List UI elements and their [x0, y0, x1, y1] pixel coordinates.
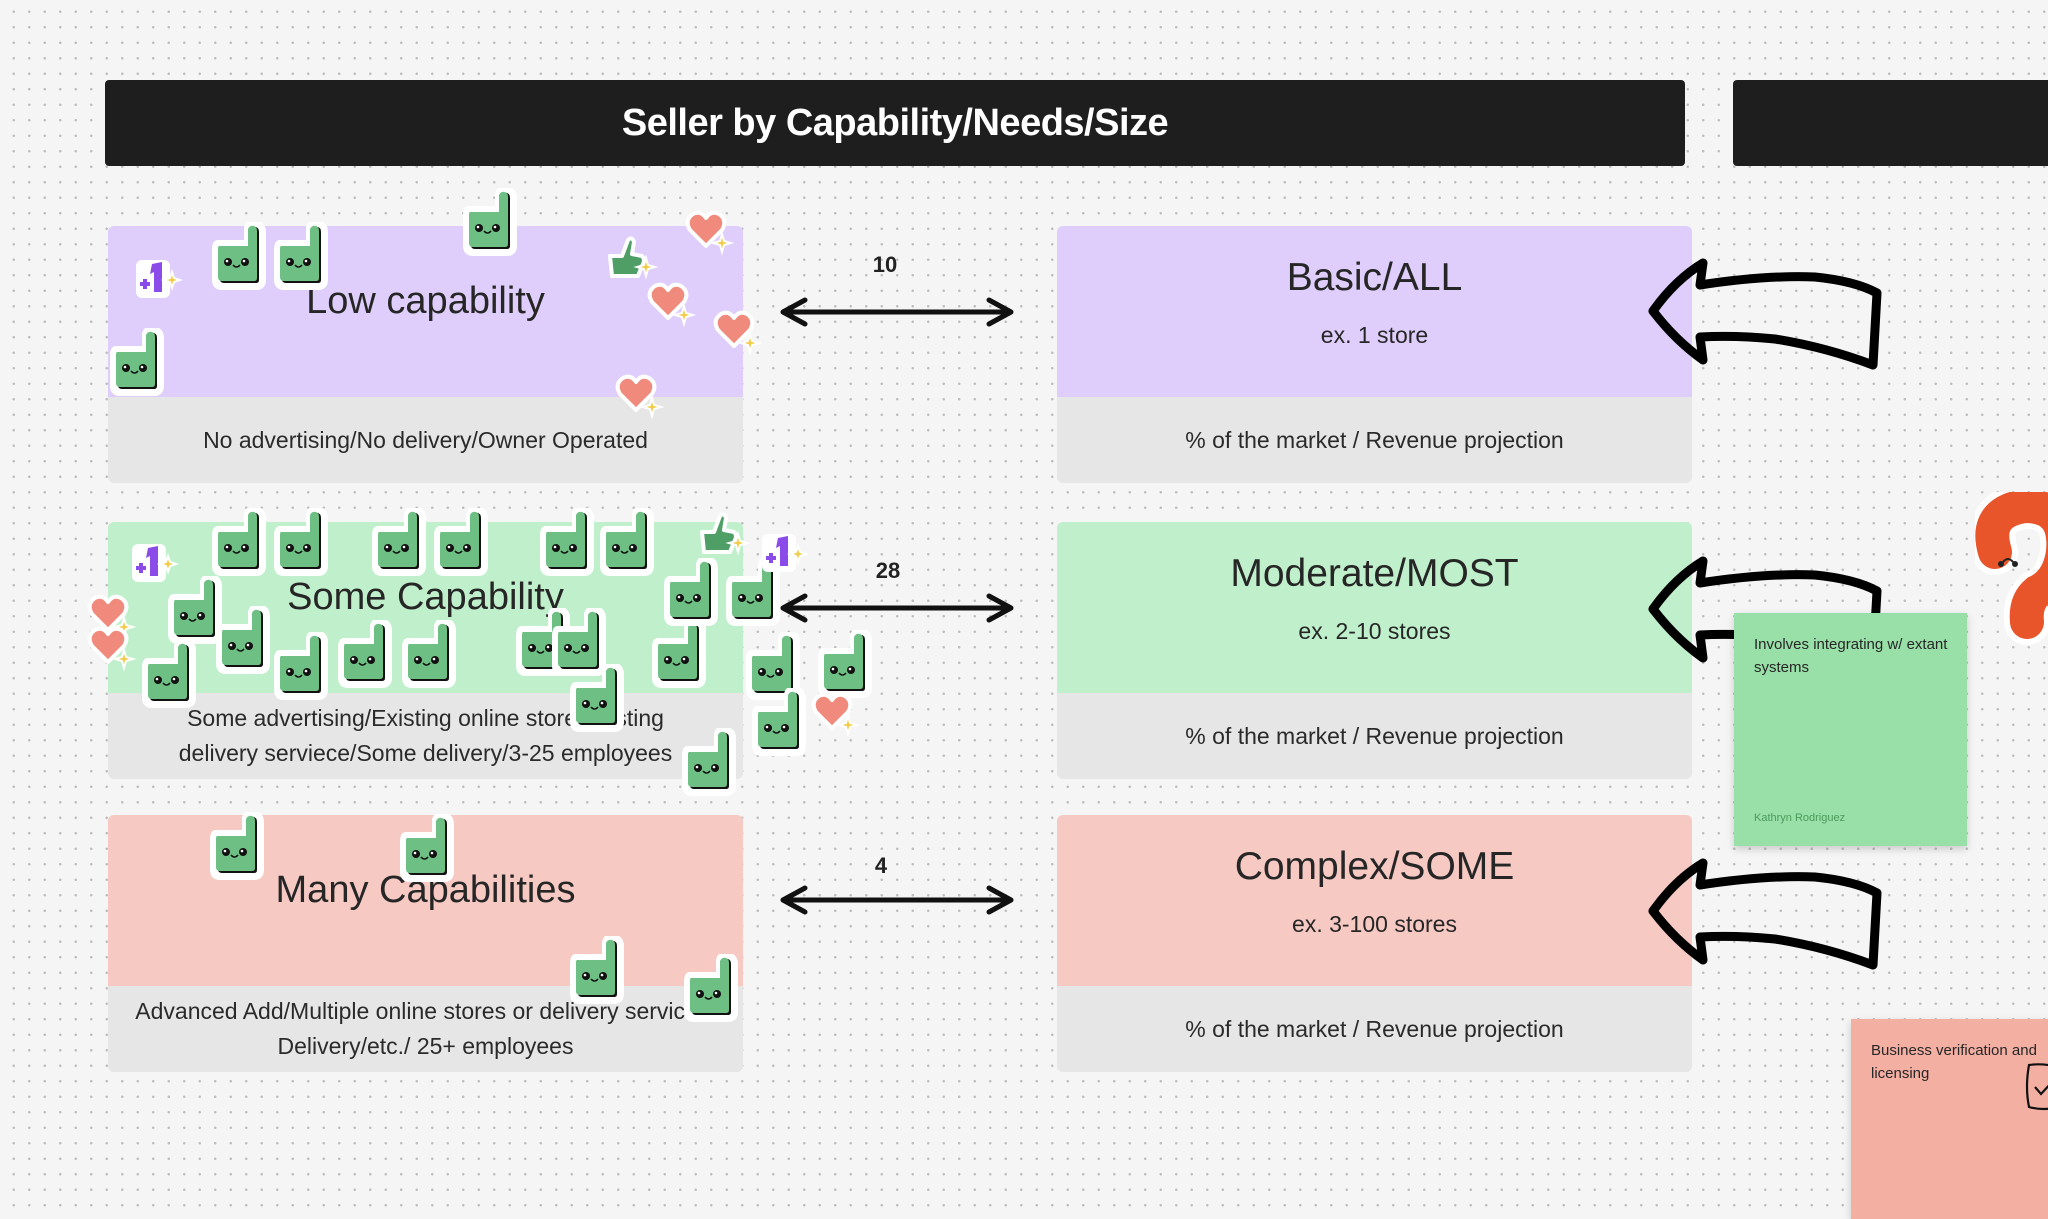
thumbs-up-character-icon[interactable] — [372, 505, 430, 581]
capability-detail-line1: Advanced Add/Multiple online stores or d… — [135, 998, 716, 1024]
double-arrow-connector[interactable] — [775, 880, 1020, 920]
thumbs-up-character-icon[interactable] — [274, 505, 332, 581]
thumbs-up-icon[interactable] — [698, 512, 752, 565]
plus-one-icon[interactable] — [134, 256, 184, 305]
question-mark-sticker-icon[interactable] — [1975, 492, 2048, 657]
thumbs-up-character-icon[interactable] — [818, 627, 876, 703]
hand-drawn-arrow-left[interactable] — [1645, 855, 1885, 975]
thumbs-up-character-icon[interactable] — [600, 505, 658, 581]
count-label: 28 — [875, 558, 901, 583]
checkbox-check-icon — [2025, 1063, 2048, 1111]
tier-card-complex[interactable]: Complex/SOME ex. 3-100 stores % of the m… — [1057, 815, 1692, 1072]
tier-title: Basic/ALL — [1286, 256, 1463, 299]
double-arrow-connector[interactable] — [775, 588, 1020, 628]
section-header-title: Seller by Capability/Needs/Size — [621, 101, 1169, 144]
capability-detail-line2: Delivery/etc./ 25+ employees — [277, 1033, 574, 1059]
thumbs-up-character-icon[interactable] — [212, 505, 270, 581]
count-label: 4 — [874, 853, 888, 878]
heart-sparkle-icon[interactable] — [614, 370, 665, 425]
thumbs-up-character-icon[interactable] — [434, 505, 492, 581]
section-header[interactable]: Seller by Capability/Needs/Size — [105, 80, 1685, 166]
thumbs-up-character-icon[interactable] — [570, 933, 628, 1009]
sticky-note[interactable]: Involves integrating w/ extant systems K… — [1734, 613, 1967, 846]
thumbs-up-character-icon[interactable] — [210, 809, 268, 885]
heart-sparkle-icon[interactable] — [810, 688, 861, 743]
section-header-next[interactable] — [1733, 80, 2048, 166]
tier-title: Moderate/MOST — [1230, 552, 1519, 595]
tier-title: Complex/SOME — [1234, 845, 1515, 888]
heart-sparkle-icon[interactable] — [684, 206, 735, 261]
thumbs-up-character-icon[interactable] — [400, 811, 458, 887]
plus-one-icon[interactable] — [760, 530, 810, 579]
thumbs-up-character-icon[interactable] — [110, 325, 168, 401]
sticky-note-text-line1: Business verification and — [1871, 1042, 2037, 1059]
plus-one-icon[interactable] — [130, 540, 180, 589]
tier-card-moderate[interactable]: Moderate/MOST ex. 2-10 stores % of the m… — [1057, 522, 1692, 779]
thumbs-up-character-icon[interactable] — [552, 605, 610, 681]
thumbs-up-character-icon[interactable] — [168, 573, 226, 649]
thumbs-up-character-icon[interactable] — [684, 951, 742, 1027]
tier-detail: % of the market / Revenue projection — [1185, 1015, 1564, 1042]
heart-sparkle-icon[interactable] — [86, 622, 137, 677]
sticky-note-text-line2: licensing — [1871, 1065, 1930, 1082]
tier-example: ex. 3-100 stores — [1292, 911, 1457, 937]
thumbs-up-character-icon[interactable] — [212, 219, 270, 295]
count-label: 10 — [872, 252, 898, 277]
sticky-note-author: Kathryn Rodriguez — [1754, 812, 1846, 824]
thumbs-up-character-icon[interactable] — [752, 685, 810, 761]
tier-detail: % of the market / Revenue projection — [1185, 722, 1564, 749]
tier-example: ex. 2-10 stores — [1298, 618, 1451, 644]
tier-detail: % of the market / Revenue projection — [1185, 426, 1564, 453]
thumbs-up-character-icon[interactable] — [142, 637, 200, 713]
tier-example: ex. 1 store — [1320, 322, 1429, 348]
heart-sparkle-icon[interactable] — [712, 306, 763, 361]
thumbs-up-character-icon[interactable] — [274, 219, 332, 295]
thumbs-up-character-icon[interactable] — [216, 603, 274, 679]
thumbs-up-character-icon[interactable] — [570, 661, 628, 737]
thumbs-up-character-icon[interactable] — [652, 617, 710, 693]
tier-card-basic[interactable]: Basic/ALL ex. 1 store % of the market / … — [1057, 226, 1692, 483]
heart-sparkle-icon[interactable] — [646, 278, 697, 333]
thumbs-up-character-icon[interactable] — [463, 185, 521, 261]
double-arrow-connector[interactable] — [775, 292, 1020, 332]
thumbs-up-character-icon[interactable] — [682, 725, 740, 801]
sticky-note[interactable]: Business verification and licensing — [1851, 1019, 2048, 1219]
thumbs-up-icon[interactable] — [606, 236, 660, 289]
capability-detail-line2: delivery serviece/Some delivery/3-25 emp… — [178, 740, 673, 766]
hand-drawn-arrow-left[interactable] — [1645, 255, 1885, 375]
capability-detail: No advertising/No delivery/Owner Operate… — [203, 426, 648, 453]
thumbs-up-character-icon[interactable] — [274, 629, 332, 705]
thumbs-up-character-icon[interactable] — [402, 617, 460, 693]
capability-title: Low capability — [306, 280, 545, 322]
thumbs-up-character-icon[interactable] — [338, 617, 396, 693]
thumbs-up-character-icon[interactable] — [540, 505, 598, 581]
sticky-note-text: Involves integrating w/ extant systems — [1754, 636, 1948, 676]
capability-title: Some Capability — [287, 576, 564, 618]
thumbs-up-character-icon[interactable] — [664, 555, 722, 631]
